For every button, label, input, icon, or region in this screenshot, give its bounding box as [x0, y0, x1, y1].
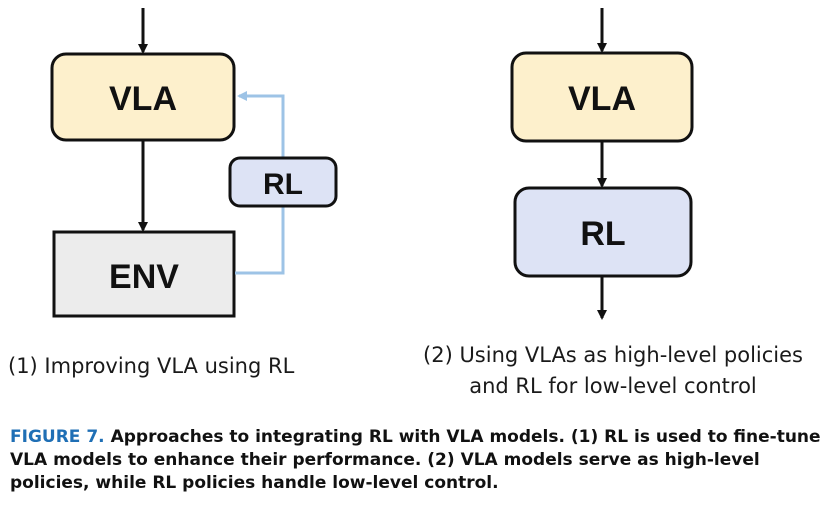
rl-box-left: [228, 156, 338, 208]
rl-label-right: RL: [580, 215, 625, 253]
vla-box-right: [510, 51, 694, 143]
right-caption-line-2: and RL for low-level control: [469, 374, 757, 398]
left-diagram: VLA ENV RL: [50, 8, 338, 318]
right-diagram: VLA RL: [510, 8, 694, 320]
figure-caption: FIGURE 7.Approaches to integrating RL wi…: [10, 426, 822, 495]
left-diagram-caption: (1) Improving VLA using RL: [8, 354, 295, 378]
env-label: ENV: [109, 258, 179, 296]
rl-box-right: [513, 186, 693, 278]
env-box: [52, 230, 236, 318]
vla-label-right: VLA: [568, 80, 636, 118]
vla-label-left: VLA: [109, 80, 177, 118]
diagram-canvas: VLA ENV RL VLA RL: [50, 8, 694, 320]
right-diagram-caption: (2) Using VLAs as high-level policies an…: [400, 340, 826, 402]
vla-box-left: [50, 52, 236, 142]
right-caption-line-1: (2) Using VLAs as high-level policies: [423, 343, 803, 367]
figure-caption-text: Approaches to integrating RL with VLA mo…: [10, 427, 821, 493]
figure-label: FIGURE 7.: [10, 427, 105, 447]
rl-label-left: RL: [263, 168, 303, 201]
